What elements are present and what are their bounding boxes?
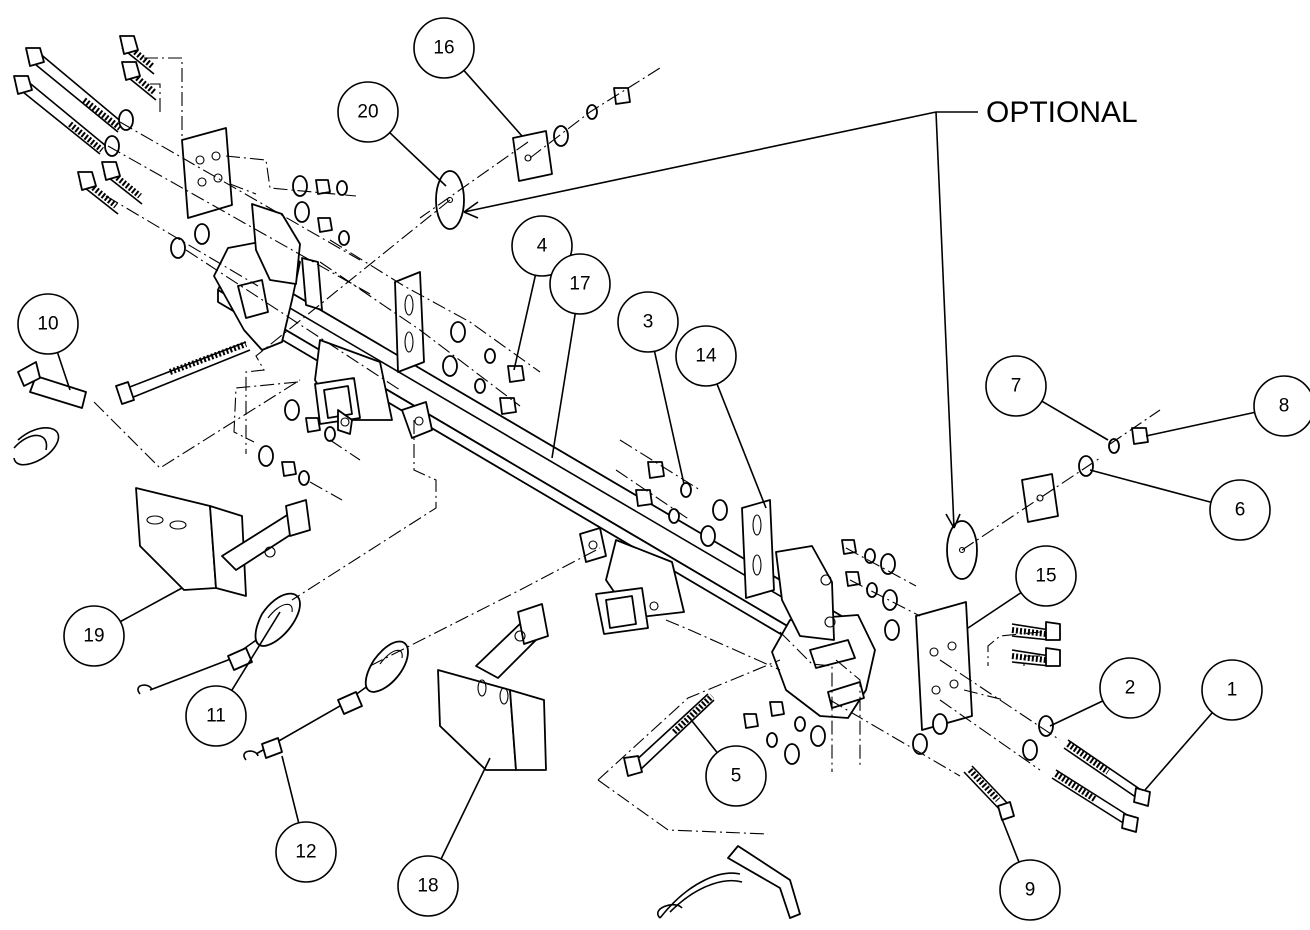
callout-bubble-8 xyxy=(1253,375,1310,437)
callout-15: 15 xyxy=(967,545,1077,629)
callout-bubble-16 xyxy=(413,17,475,79)
callout-7: 7 xyxy=(985,355,1109,441)
callout-5: 5 xyxy=(687,715,767,807)
drop-bracket-19 xyxy=(135,487,311,597)
callout-12: 12 xyxy=(275,755,337,883)
callout-1: 1 xyxy=(1144,659,1263,791)
callout-leader-3 xyxy=(653,351,685,485)
center-hardware xyxy=(442,321,826,765)
left-mount-plate xyxy=(181,127,323,311)
callout-bubble-7 xyxy=(985,355,1047,417)
callout-number-16: 16 xyxy=(433,38,454,59)
callout-number-20: 20 xyxy=(357,102,378,123)
safety-cables xyxy=(137,592,409,761)
lower-pin xyxy=(657,845,801,919)
callout-number-5: 5 xyxy=(731,766,742,787)
callout-number-7: 7 xyxy=(1011,376,1022,397)
callout-2: 2 xyxy=(1049,657,1161,727)
callout-bubble-1 xyxy=(1201,659,1263,721)
callout-bubble-19 xyxy=(63,605,125,667)
callout-number-9: 9 xyxy=(1025,880,1036,901)
callout-bubble-5 xyxy=(705,745,767,807)
callout-leader-6 xyxy=(1089,469,1212,504)
callout-bubble-14 xyxy=(675,325,737,387)
bolts-upper-left xyxy=(13,35,210,259)
callout-leader-11 xyxy=(231,611,281,691)
callout-bubble-18 xyxy=(397,855,459,917)
callout-11: 11 xyxy=(185,611,281,747)
callout-bubble-15 xyxy=(1015,545,1077,607)
callout-leader-10 xyxy=(56,352,71,391)
callout-bubble-20 xyxy=(337,81,399,143)
callout-number-19: 19 xyxy=(83,626,104,647)
callout-bubble-2 xyxy=(1099,657,1161,719)
callout-leader-7 xyxy=(1041,400,1109,441)
callout-number-4: 4 xyxy=(537,236,548,257)
callout-9: 9 xyxy=(999,813,1061,921)
right-mount-plate xyxy=(915,601,973,731)
callout-8: 8 xyxy=(1145,375,1310,437)
drop-bracket-18 xyxy=(437,603,549,771)
callout-number-15: 15 xyxy=(1035,566,1056,587)
callout-bubble-17 xyxy=(549,253,611,315)
callout-number-8: 8 xyxy=(1279,396,1290,417)
center-tab-plate xyxy=(394,271,425,373)
callout-leader-9 xyxy=(999,813,1020,863)
left-pin-and-bolt xyxy=(13,341,251,466)
callout-leader-19 xyxy=(119,587,183,623)
callout-20: 20 xyxy=(337,81,447,187)
callout-leader-4 xyxy=(513,275,537,371)
left-hardware xyxy=(258,175,350,486)
callout-leader-5 xyxy=(687,715,718,754)
assembly-centerlines xyxy=(93,57,1161,835)
callout-14: 14 xyxy=(675,325,767,509)
callout-leader-17 xyxy=(551,313,577,459)
right-receiver xyxy=(579,499,836,641)
callout-bubble-10 xyxy=(17,293,79,355)
callout-number-10: 10 xyxy=(37,314,58,335)
callout-bubble-12 xyxy=(275,821,337,883)
callout-16: 16 xyxy=(413,17,523,137)
callout-number-12: 12 xyxy=(295,842,316,863)
callout-leader-15 xyxy=(967,591,1022,629)
left-receiver xyxy=(314,339,433,439)
callout-10: 10 xyxy=(17,293,79,391)
callout-6: 6 xyxy=(1089,469,1271,541)
callout-bubble-11 xyxy=(185,685,247,747)
callout-leader-14 xyxy=(716,383,767,509)
callout-19: 19 xyxy=(63,587,183,667)
callout-leader-12 xyxy=(281,755,300,824)
callout-number-1: 1 xyxy=(1227,680,1238,701)
callout-number-17: 17 xyxy=(569,274,590,295)
optional-label: OPTIONAL xyxy=(986,96,1138,129)
callout-bubble-3 xyxy=(617,291,679,353)
square-plates xyxy=(512,130,1059,523)
callout-leader-18 xyxy=(440,757,491,860)
callout-leader-20 xyxy=(389,132,447,187)
callout-number-14: 14 xyxy=(695,346,717,367)
callout-bubble-6 xyxy=(1209,479,1271,541)
callout-3: 3 xyxy=(617,291,685,485)
callout-bubble-9 xyxy=(999,859,1061,921)
callout-number-18: 18 xyxy=(417,876,438,897)
optional-leaders xyxy=(463,111,978,529)
callout-number-2: 2 xyxy=(1125,678,1136,699)
callout-4: 4 xyxy=(511,215,573,371)
callout-bubble-4 xyxy=(511,215,573,277)
callout-number-11: 11 xyxy=(206,706,226,727)
callout-18: 18 xyxy=(397,757,491,917)
lower-long-bolt xyxy=(623,693,715,777)
bolts-lower-right xyxy=(912,621,1151,833)
callout-leader-8 xyxy=(1145,411,1255,437)
callout-number-3: 3 xyxy=(643,312,654,333)
callout-number-6: 6 xyxy=(1235,500,1246,521)
callout-leader-1 xyxy=(1144,712,1213,791)
callout-leader-16 xyxy=(463,69,523,137)
main-crossbar xyxy=(213,239,876,719)
callout-leader-2 xyxy=(1049,700,1104,727)
callout-17: 17 xyxy=(549,253,611,459)
